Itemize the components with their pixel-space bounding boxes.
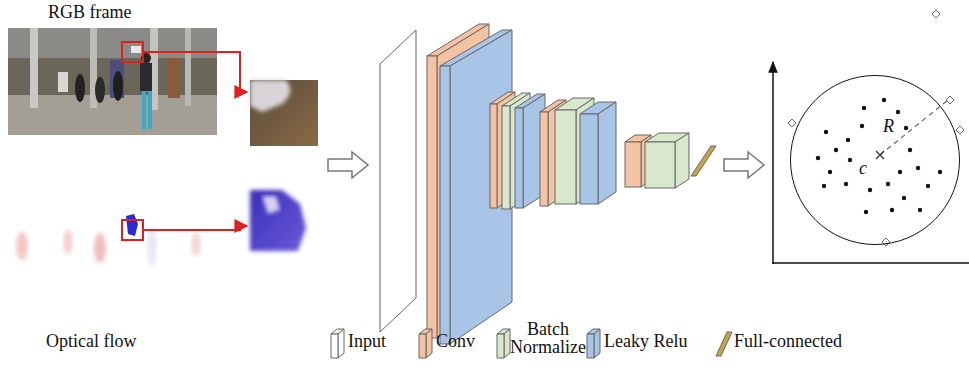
- legend-text: Input: [348, 331, 386, 351]
- crop-images: [250, 80, 318, 251]
- network-blocks: [380, 24, 716, 344]
- rgb-photo: [8, 28, 217, 135]
- legend-swatch: [330, 326, 350, 360]
- optical-flow-image: [8, 200, 217, 280]
- center-label: c: [859, 158, 867, 178]
- legend-text: Leaky Relu: [604, 331, 687, 351]
- radius-label: R: [883, 116, 894, 136]
- feature-hypersphere: Rc: [790, 75, 960, 245]
- legend-swatch: [714, 326, 734, 360]
- legend-swatch: [586, 326, 606, 360]
- feature-plot: [772, 10, 969, 264]
- legend-swatch: [418, 326, 438, 360]
- legend-text: Batch Normalize: [506, 320, 590, 356]
- leader-lines: [143, 52, 247, 230]
- image-label: Optical flow: [46, 331, 136, 351]
- image-label: RGB frame: [48, 2, 131, 22]
- legend-text: Full-connected: [734, 331, 842, 351]
- legend-text: Conv: [436, 331, 475, 351]
